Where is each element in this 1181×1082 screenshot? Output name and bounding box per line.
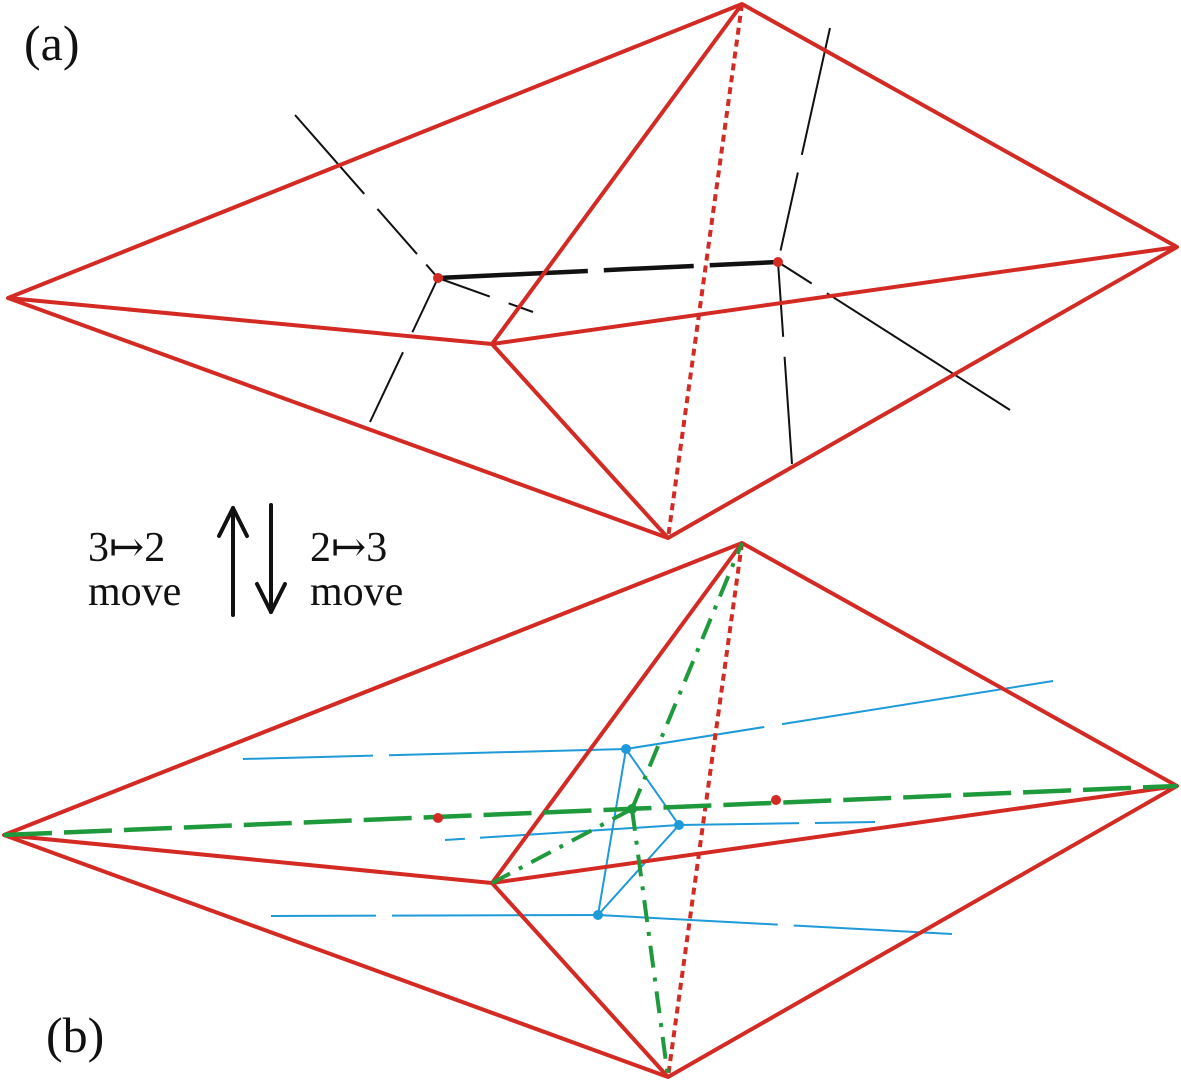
move-label-right: 2↦3 move bbox=[310, 526, 403, 614]
dual-edge-far-right bbox=[777, 261, 1011, 411]
dual-graph-black bbox=[294, 27, 1011, 465]
blue-edge-bottom-right bbox=[597, 914, 953, 935]
dual-edge-lower-left bbox=[369, 277, 439, 423]
dual-edge-upper-right bbox=[777, 27, 831, 263]
green-edge-to-top bbox=[630, 542, 744, 810]
move-arrows bbox=[217, 503, 287, 617]
edge-mid-to-right bbox=[491, 245, 1178, 346]
blue-vertex-right bbox=[674, 820, 684, 830]
green-vertex-center bbox=[627, 804, 637, 814]
edge-b-mid-to-right bbox=[491, 784, 1178, 885]
blue-edge-mid-left bbox=[444, 824, 680, 841]
dual-edge-upper-left bbox=[294, 114, 439, 279]
panel-b bbox=[2, 541, 1179, 1079]
dual-edge-right-left bbox=[437, 277, 534, 313]
hidden-edge-top-bottom bbox=[666, 3, 744, 539]
red-vertex-right bbox=[771, 795, 781, 805]
dual-vertex-left bbox=[433, 273, 443, 283]
panel-a-label: (a) bbox=[24, 15, 80, 71]
green-edge-horizontal bbox=[3, 783, 1178, 838]
panel-b-label: (b) bbox=[46, 1007, 105, 1063]
hidden-edge-b-top-bottom bbox=[666, 542, 744, 1078]
blue-vertex-bottom bbox=[593, 910, 603, 920]
dual-graph-blue bbox=[242, 680, 1054, 935]
edge-b-left-to-mid bbox=[3, 833, 493, 885]
tetrahedra-edges-a bbox=[6, 2, 1179, 540]
blue-triangle bbox=[596, 746, 681, 919]
green-edge-to-mid bbox=[491, 807, 633, 885]
edge-b-mid-to-bottom bbox=[490, 881, 670, 1079]
blue-edge-mid-right bbox=[678, 821, 878, 826]
move-label-left: 3↦2 move bbox=[88, 526, 181, 614]
panel-a bbox=[6, 2, 1179, 540]
edge-b-mid-to-top bbox=[490, 541, 744, 885]
dual-vertex-right bbox=[773, 257, 783, 267]
edge-left-to-mid bbox=[7, 296, 493, 346]
blue-edge-top-right bbox=[625, 680, 1054, 750]
move-label-right-line1: 2↦3 bbox=[310, 525, 388, 571]
dual-edge-central bbox=[437, 259, 779, 281]
dual-edge-lower-right bbox=[777, 261, 793, 465]
up-arrow-icon bbox=[217, 506, 249, 617]
move-label-right-line2: move bbox=[310, 569, 404, 615]
blue-edge-bottom-left bbox=[270, 914, 599, 917]
dual-graph-green bbox=[3, 542, 1178, 1078]
edge-mid-to-bottom bbox=[490, 342, 670, 540]
blue-vertex-top bbox=[621, 744, 631, 754]
red-vertex-left bbox=[433, 813, 443, 823]
blue-edge-top-left bbox=[242, 748, 627, 760]
move-label-left-line2: move bbox=[88, 569, 182, 615]
edge-mid-to-top bbox=[490, 2, 744, 346]
move-label-left-line1: 3↦2 bbox=[88, 525, 166, 571]
down-arrow-icon bbox=[255, 503, 287, 614]
green-edge-to-bottom bbox=[630, 808, 670, 1078]
